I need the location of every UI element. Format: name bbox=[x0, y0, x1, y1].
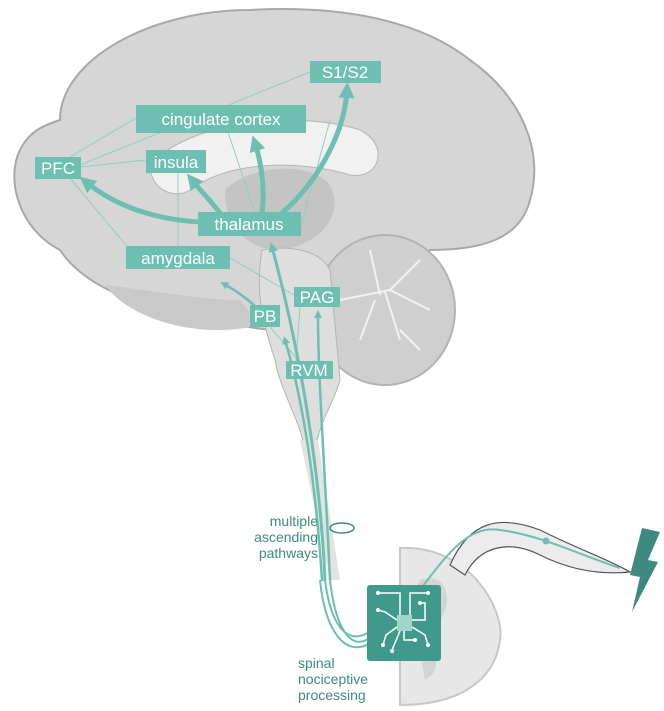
region-label-pag: PAG bbox=[294, 287, 340, 307]
nociceptor-fiber bbox=[419, 528, 621, 591]
processing-chip-icon bbox=[367, 585, 441, 661]
label-text: amygdala bbox=[141, 249, 215, 268]
label-text: PAG bbox=[300, 288, 335, 307]
note-line: nociceptive bbox=[298, 671, 368, 687]
pathway-bundle-ring bbox=[329, 522, 355, 534]
label-text: PFC bbox=[41, 159, 75, 178]
brain-illustration bbox=[13, 8, 536, 580]
spinal-processing-note: spinal nociceptive processing bbox=[298, 655, 368, 703]
region-label-cingulate-cortex: cingulate cortex bbox=[136, 105, 306, 133]
region-label-rvm: RVM bbox=[286, 361, 333, 380]
label-text: S1/S2 bbox=[322, 63, 368, 82]
note-line: pathways bbox=[259, 545, 318, 561]
arrow-spinal-thalamus bbox=[268, 242, 327, 582]
arrow-pb-amygdala bbox=[220, 282, 257, 308]
label-text: PB bbox=[254, 307, 277, 326]
cerebellum-arbor bbox=[339, 249, 431, 351]
ascending-pathways-note: multiple ascending pathways bbox=[254, 513, 318, 561]
region-label-s1s2: S1/S2 bbox=[310, 61, 381, 83]
region-label-pb: PB bbox=[250, 305, 280, 327]
arrow-thalamus-cingulate bbox=[249, 135, 266, 216]
note-line: spinal bbox=[298, 655, 335, 671]
label-text: RVM bbox=[290, 361, 327, 380]
note-line: ascending bbox=[254, 529, 318, 545]
drg-soma bbox=[542, 537, 550, 545]
ascending-arrows bbox=[79, 82, 373, 649]
arrow-thalamus-s1s2 bbox=[279, 82, 355, 216]
arrow-thalamus-insula bbox=[187, 173, 223, 216]
note-line: multiple bbox=[270, 513, 318, 529]
note-line: processing bbox=[298, 687, 366, 703]
region-label-amygdala: amygdala bbox=[126, 246, 230, 269]
arrow-spinal-pb bbox=[282, 336, 324, 582]
brainstem bbox=[258, 247, 341, 451]
region-label-thalamus: thalamus bbox=[198, 212, 301, 236]
label-text: thalamus bbox=[215, 215, 284, 234]
temporal-lobe bbox=[105, 285, 260, 331]
label-text: cingulate cortex bbox=[161, 110, 281, 129]
peripheral-nerve bbox=[449, 521, 632, 576]
arrow-spinal-pag bbox=[314, 309, 332, 582]
lightning-icon bbox=[630, 528, 660, 612]
pathway-fibers bbox=[319, 579, 373, 649]
label-text: insula bbox=[154, 153, 199, 172]
region-label-pfc: PFC bbox=[35, 157, 81, 179]
region-label-insula: insula bbox=[146, 150, 206, 173]
